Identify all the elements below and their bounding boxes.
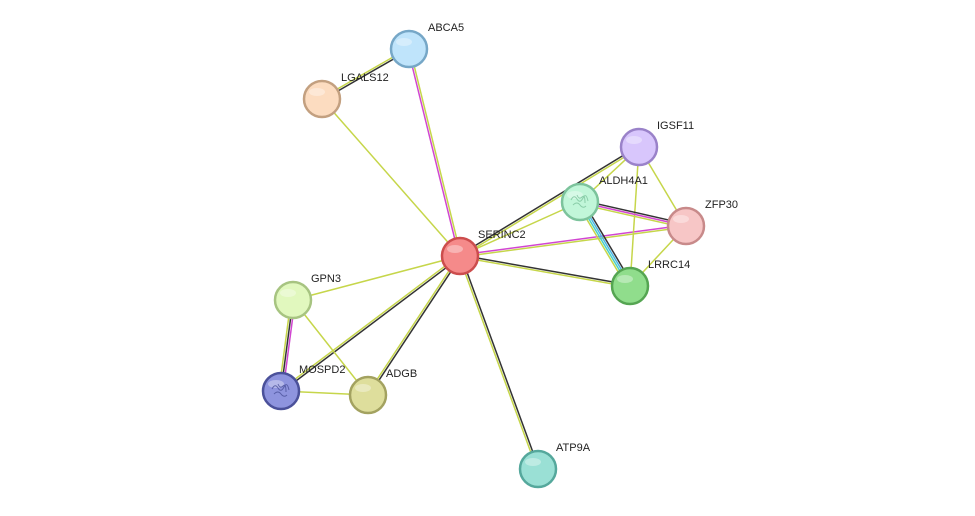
node-circle[interactable]: [389, 29, 429, 69]
node-label: ATP9A: [556, 442, 591, 454]
node-aldh4a1[interactable]: ALDH4A1: [560, 175, 648, 222]
node-highlight: [525, 458, 541, 466]
node-label: ZFP30: [705, 199, 738, 211]
node-circle[interactable]: [273, 280, 313, 320]
node-abca5[interactable]: ABCA5: [389, 22, 464, 69]
node-circle[interactable]: [560, 182, 600, 222]
edge-evidence-line: [407, 49, 460, 257]
edge-evidence-line: [459, 256, 630, 288]
protein-structure-icon: [570, 194, 589, 208]
node-circle[interactable]: [261, 371, 301, 411]
node-highlight: [617, 275, 633, 283]
node-circle[interactable]: [518, 449, 558, 489]
node-circle[interactable]: [348, 375, 388, 415]
node-circle[interactable]: [610, 266, 650, 306]
edge-serinc2-mospd2: [279, 254, 462, 393]
edge-evidence-line: [460, 254, 631, 286]
node-serinc2[interactable]: SERINC2: [440, 229, 526, 276]
node-circle[interactable]: [440, 236, 480, 276]
node-igsf11[interactable]: IGSF11: [619, 120, 694, 167]
node-label: ADGB: [386, 368, 417, 380]
node-zfp30[interactable]: ZFP30: [666, 199, 738, 246]
node-highlight: [567, 191, 583, 199]
edge-evidence-line: [460, 255, 540, 469]
edge-serinc2-zfp30: [459, 224, 687, 258]
node-label: GPN3: [311, 273, 341, 285]
edge-serinc2-gpn3: [292, 255, 461, 301]
edge-layer: [278, 47, 687, 470]
node-label: SERINC2: [478, 229, 526, 241]
edge-serinc2-igsf11: [459, 145, 640, 258]
node-highlight: [268, 380, 284, 388]
edge-evidence-line: [459, 224, 686, 256]
edge-serinc2-lgals12: [321, 98, 461, 257]
node-gpn3[interactable]: GPN3: [273, 273, 341, 320]
node-highlight: [280, 289, 296, 297]
node-label: LGALS12: [341, 72, 389, 84]
node-lrrc14[interactable]: LRRC14: [610, 259, 690, 306]
node-atp9a[interactable]: ATP9A: [518, 442, 591, 489]
node-highlight: [355, 384, 371, 392]
edge-evidence-line: [459, 201, 581, 257]
edge-serinc2-adgb: [366, 255, 462, 396]
edge-evidence-line: [460, 226, 687, 258]
node-lgals12[interactable]: LGALS12: [302, 72, 389, 119]
node-label: IGSF11: [657, 120, 694, 132]
node-highlight: [673, 215, 689, 223]
node-highlight: [626, 136, 642, 144]
node-circle[interactable]: [619, 127, 659, 167]
node-label: ABCA5: [428, 22, 464, 34]
node-label: LRRC14: [648, 259, 690, 271]
edge-serinc2-aldh4a1: [459, 201, 581, 257]
edge-evidence-line: [281, 256, 462, 393]
edge-evidence-line: [459, 145, 639, 256]
node-highlight: [396, 38, 412, 46]
edge-evidence-line: [458, 256, 538, 470]
edge-evidence-line: [366, 255, 460, 395]
node-highlight: [447, 245, 463, 253]
edge-evidence-line: [279, 254, 460, 391]
protein-structure-icon: [271, 383, 290, 397]
node-adgb[interactable]: ADGB: [348, 368, 417, 415]
edge-evidence-line: [321, 98, 461, 257]
edge-evidence-line: [409, 48, 462, 256]
edge-serinc2-atp9a: [458, 255, 540, 470]
edge-evidence-line: [292, 299, 369, 396]
node-circle[interactable]: [666, 206, 706, 246]
edge-evidence-line: [368, 256, 462, 396]
edge-evidence-line: [292, 255, 461, 301]
node-mospd2[interactable]: MOSPD2: [261, 364, 345, 411]
node-highlight: [309, 88, 325, 96]
edge-evidence-line: [460, 147, 640, 258]
node-circle[interactable]: [302, 79, 342, 119]
edge-serinc2-lrrc14: [459, 254, 631, 288]
node-label: ALDH4A1: [599, 175, 648, 187]
node-label: MOSPD2: [299, 364, 345, 376]
edge-gpn3-adgb: [292, 299, 369, 396]
edge-serinc2-abca5: [407, 48, 462, 257]
node-layer: SERINC2 ABCA5LGALS12IGSF11ALDH4A1ZFP30LRR…: [261, 22, 738, 489]
